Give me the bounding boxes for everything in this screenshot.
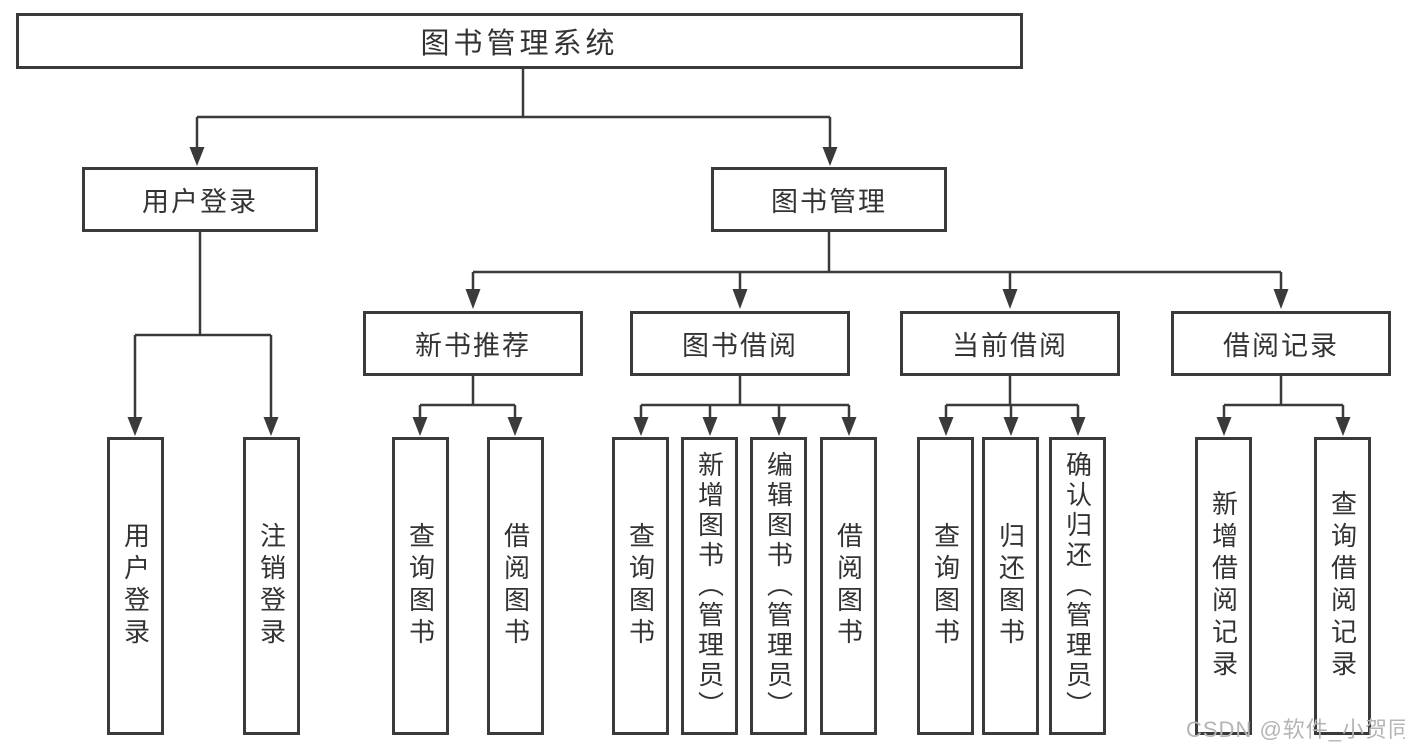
node-label: 图书管理 (771, 187, 887, 217)
leaf-label: 注销登录 (256, 522, 287, 650)
arrowheads-user-login (127, 417, 279, 436)
node-current-borrowing: 当前借阅 (900, 311, 1120, 376)
edge-borrow-record-to-leaves (1222, 376, 1345, 419)
arrowheads-level2 (189, 147, 838, 166)
leaf-label: 确认归还（管理员） (1062, 451, 1093, 721)
leaf-user-login: 用户登录 (107, 437, 164, 735)
edge-current-borrow-to-leaves (944, 376, 1080, 419)
edge-book-mgmt-to-level3 (471, 232, 1283, 291)
leaf-borrow-books-recommend: 借阅图书 (487, 437, 544, 735)
node-label: 用户登录 (142, 187, 258, 217)
arrowheads-leaves (412, 417, 1351, 436)
leaf-borrow-books: 借阅图书 (820, 437, 877, 735)
leaf-edit-book-admin: 编辑图书（管理员） (750, 437, 807, 735)
node-label: 图书借阅 (682, 331, 798, 361)
leaf-label: 新增图书（管理员） (694, 451, 725, 721)
node-library-management-system: 图书管理系统 (16, 13, 1023, 69)
leaf-logout-login: 注销登录 (243, 437, 300, 735)
leaf-query-books-borrow: 查询图书 (612, 437, 669, 735)
leaf-add-book-admin: 新增图书（管理员） (681, 437, 738, 735)
arrowheads-level3 (465, 289, 1289, 309)
leaf-return-book: 归还图书 (982, 437, 1039, 735)
node-label: 借阅记录 (1223, 331, 1339, 361)
edge-user-login-to-leaves (133, 232, 273, 419)
node-user-login: 用户登录 (82, 167, 318, 232)
node-label: 当前借阅 (952, 331, 1068, 361)
leaf-label: 借阅图书 (500, 522, 531, 650)
leaf-confirm-return-admin: 确认归还（管理员） (1049, 437, 1106, 735)
csdn-watermark: CSDN @软件_小贺同学 (1186, 717, 1405, 742)
leaf-label: 查询图书 (625, 522, 656, 650)
edge-book-borrow-to-leaves (639, 376, 851, 419)
node-new-book-recommendation: 新书推荐 (363, 311, 583, 376)
leaf-label: 查询借阅记录 (1327, 490, 1358, 682)
leaf-label: 归还图书 (995, 522, 1026, 650)
leaf-label: 查询图书 (405, 522, 436, 650)
leaf-label: 新增借阅记录 (1208, 490, 1239, 682)
leaf-label: 用户登录 (120, 522, 151, 650)
leaf-query-borrow-record: 查询借阅记录 (1314, 437, 1371, 735)
leaf-query-books-recommend: 查询图书 (392, 437, 449, 735)
node-label: 图书管理系统 (420, 28, 619, 60)
node-book-borrowing: 图书借阅 (630, 311, 850, 376)
leaf-query-books-current: 查询图书 (917, 437, 974, 735)
node-borrowing-records: 借阅记录 (1171, 311, 1391, 376)
edge-new-book-to-leaves (418, 376, 517, 419)
leaf-label: 查询图书 (930, 522, 961, 650)
leaf-label: 编辑图书（管理员） (763, 451, 794, 721)
edge-root-to-level2 (195, 69, 832, 149)
leaf-label: 借阅图书 (833, 522, 864, 650)
node-label: 新书推荐 (415, 331, 531, 361)
leaf-add-borrow-record: 新增借阅记录 (1195, 437, 1252, 735)
node-book-management: 图书管理 (711, 167, 947, 232)
